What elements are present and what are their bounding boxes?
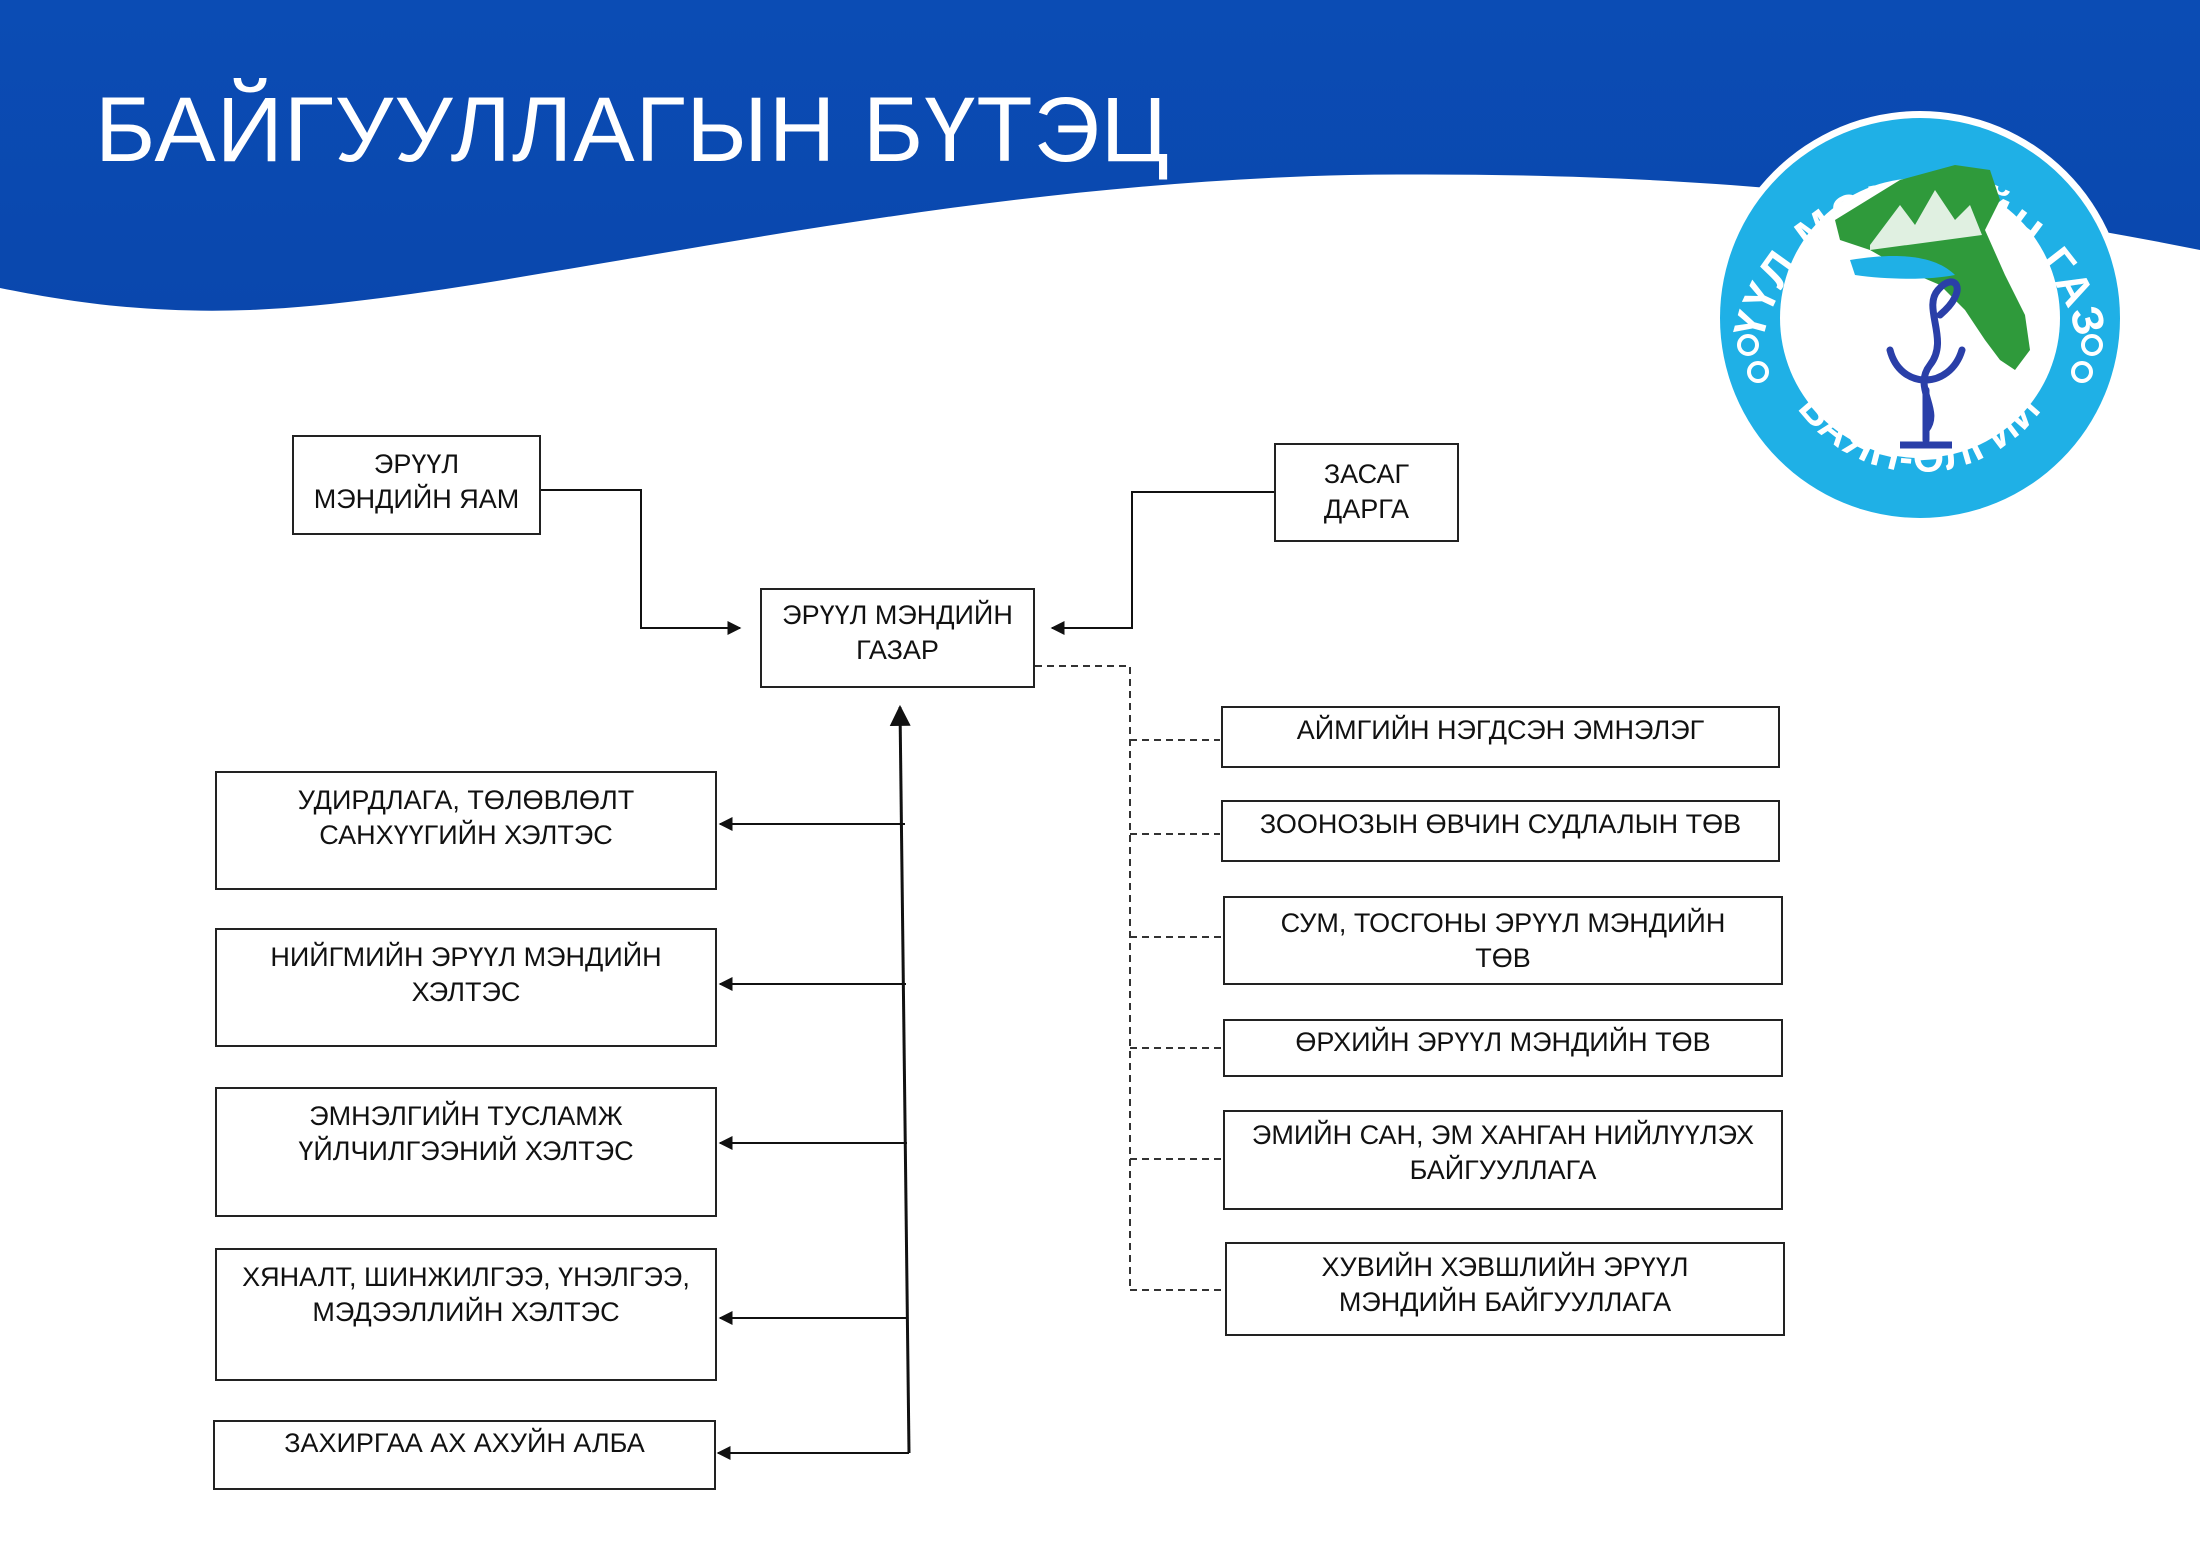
department-box-public-health: НИЙГМИЙН ЭРҮҮЛ МЭНДИЙН ХЭЛТЭС xyxy=(215,928,717,1047)
department-box-finance-planning: УДИРДЛАГА, ТӨЛӨВЛӨЛТ САНХҮҮГИЙН ХЭЛТЭС xyxy=(215,771,717,890)
department-box-administration: ЗАХИРГАА АХ АХУЙН АЛБА xyxy=(213,1420,716,1490)
affiliate-box-soum-health-center: СУМ, ТОСГОНЫ ЭРҮҮЛ МЭНДИЙН ТӨВ xyxy=(1223,896,1783,985)
department-box-medical-care: ЭМНЭЛГИЙН ТУСЛАМЖ ҮЙЛЧИЛГЭЭНИЙ ХЭЛТЭС xyxy=(215,1087,717,1217)
department-box-monitoring-information: ХЯНАЛТ, ШИНЖИЛГЭЭ, ҮНЭЛГЭЭ, МЭДЭЭЛЛИЙН Х… xyxy=(215,1248,717,1381)
ministry-of-health-box: ЭРҮҮЛ МЭНДИЙН ЯАМ xyxy=(292,435,541,535)
header-banner xyxy=(0,0,2200,311)
health-department-box: ЭРҮҮЛ МЭНДИЙН ГАЗАР xyxy=(760,588,1035,688)
page-title: БАЙГУУЛЛАГЫН БҮТЭЦ xyxy=(95,79,1170,181)
governor-box: ЗАСАГ ДАРГА xyxy=(1274,443,1459,542)
affiliate-box-family-health-center: ӨРХИЙН ЭРҮҮЛ МЭНДИЙН ТӨВ xyxy=(1223,1019,1783,1077)
affiliate-box-zoonotic-disease-center: ЗООНОЗЫН ӨВЧИН СУДЛАЛЫН ТӨВ xyxy=(1221,800,1780,862)
affiliate-box-provincial-hospital: АЙМГИЙН НЭГДСЭН ЭМНЭЛЭГ xyxy=(1221,706,1780,768)
health-department-logo: ЭРҮҮЛ МЭНДИЙН ГАЗАР БАЯН-ӨЛГИЙ xyxy=(1700,110,2127,525)
affiliate-box-private-health-org: ХУВИЙН ХЭВШЛИЙН ЭРҮҮЛ МЭНДИЙН БАЙГУУЛЛАГ… xyxy=(1225,1242,1785,1336)
affiliate-box-pharmacy-supplier: ЭМИЙН САН, ЭМ ХАНГАН НИЙЛҮҮЛЭХ БАЙГУУЛЛА… xyxy=(1223,1110,1783,1210)
